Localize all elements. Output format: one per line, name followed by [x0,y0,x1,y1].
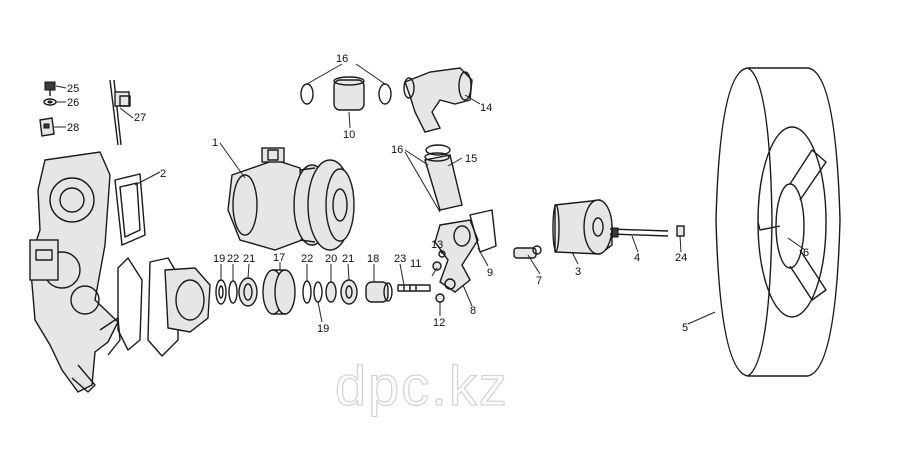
callout-10: 10 [343,129,355,141]
plug-12 [435,293,445,303]
elbow-hose-14 [403,67,473,133]
engine-front-housing [29,151,121,393]
callout-25: 25 [67,83,79,95]
bearing-21-right [340,279,358,305]
callout-9: 9 [487,267,493,279]
callout-13: 13 [431,239,443,251]
callout-17: 17 [273,252,285,264]
hose-clamp-16-left [300,83,314,105]
ring-22-left [228,280,238,304]
pump-gasket [117,257,179,357]
callout-23: 23 [394,253,406,265]
washer-26 [43,98,57,106]
fan-hub-3 [552,199,613,255]
callout-27: 27 [134,112,146,124]
housing-gasket [114,173,146,246]
callout-28: 28 [67,122,79,134]
fan-shroud-5 [715,67,841,377]
callout-18: 18 [367,253,379,265]
hose-10 [333,76,365,111]
nut-24 [676,225,685,237]
callout-2: 2 [160,168,166,180]
plug-11 [432,261,442,271]
callout-19-right: 19 [317,323,329,335]
spacer-20 [325,281,337,303]
callout-14: 14 [480,102,492,114]
callout-4: 4 [634,252,640,264]
callout-16-top: 16 [336,53,348,65]
callout-6: 6 [803,247,809,259]
callout-labels: 1 2 3 4 5 6 7 8 9 10 11 12 13 14 15 16 1… [67,53,809,335]
water-pump-assembly [227,147,355,251]
gasket-9 [469,209,497,253]
ring-22-right [302,280,312,304]
callout-7: 7 [536,275,542,287]
callout-3: 3 [575,266,581,278]
bolt-23 [397,284,431,292]
thermostat-housing-8 [434,219,479,293]
impeller-17 [262,269,296,315]
hose-15 [424,152,463,211]
callout-8: 8 [470,305,476,317]
fan-6 [757,149,827,301]
leader-lines [54,63,806,325]
seal-19-left [215,279,227,305]
clamp-16-lower [425,144,451,156]
callout-12: 12 [433,317,445,329]
callout-19-left: 19 [213,253,225,265]
callout-11: 11 [410,258,421,270]
callout-21-left: 21 [243,253,255,265]
bearing-21-left [238,277,258,307]
bracket-28 [39,117,55,137]
callout-22-right: 22 [301,253,313,265]
callout-1: 1 [212,137,218,149]
shaft-4 [609,227,669,238]
bolt-25 [44,81,56,96]
dipstick-bracket-27 [109,79,131,146]
callout-21-right: 21 [342,253,354,265]
seal-19-right [313,281,323,303]
callout-5: 5 [682,322,688,334]
callout-20: 20 [325,253,337,265]
callout-22-left: 22 [227,253,239,265]
washer-13 [438,250,446,258]
callout-26: 26 [67,97,79,109]
hose-clamp-16-right [378,83,392,105]
pump-rear-cover [164,267,211,333]
callout-24: 24 [675,252,687,264]
fitting-7 [513,245,542,259]
callout-16-mid: 16 [391,144,403,156]
callout-15: 15 [465,153,477,165]
bushing-18 [365,281,393,303]
watermark-text: dpc.kz [335,354,509,417]
